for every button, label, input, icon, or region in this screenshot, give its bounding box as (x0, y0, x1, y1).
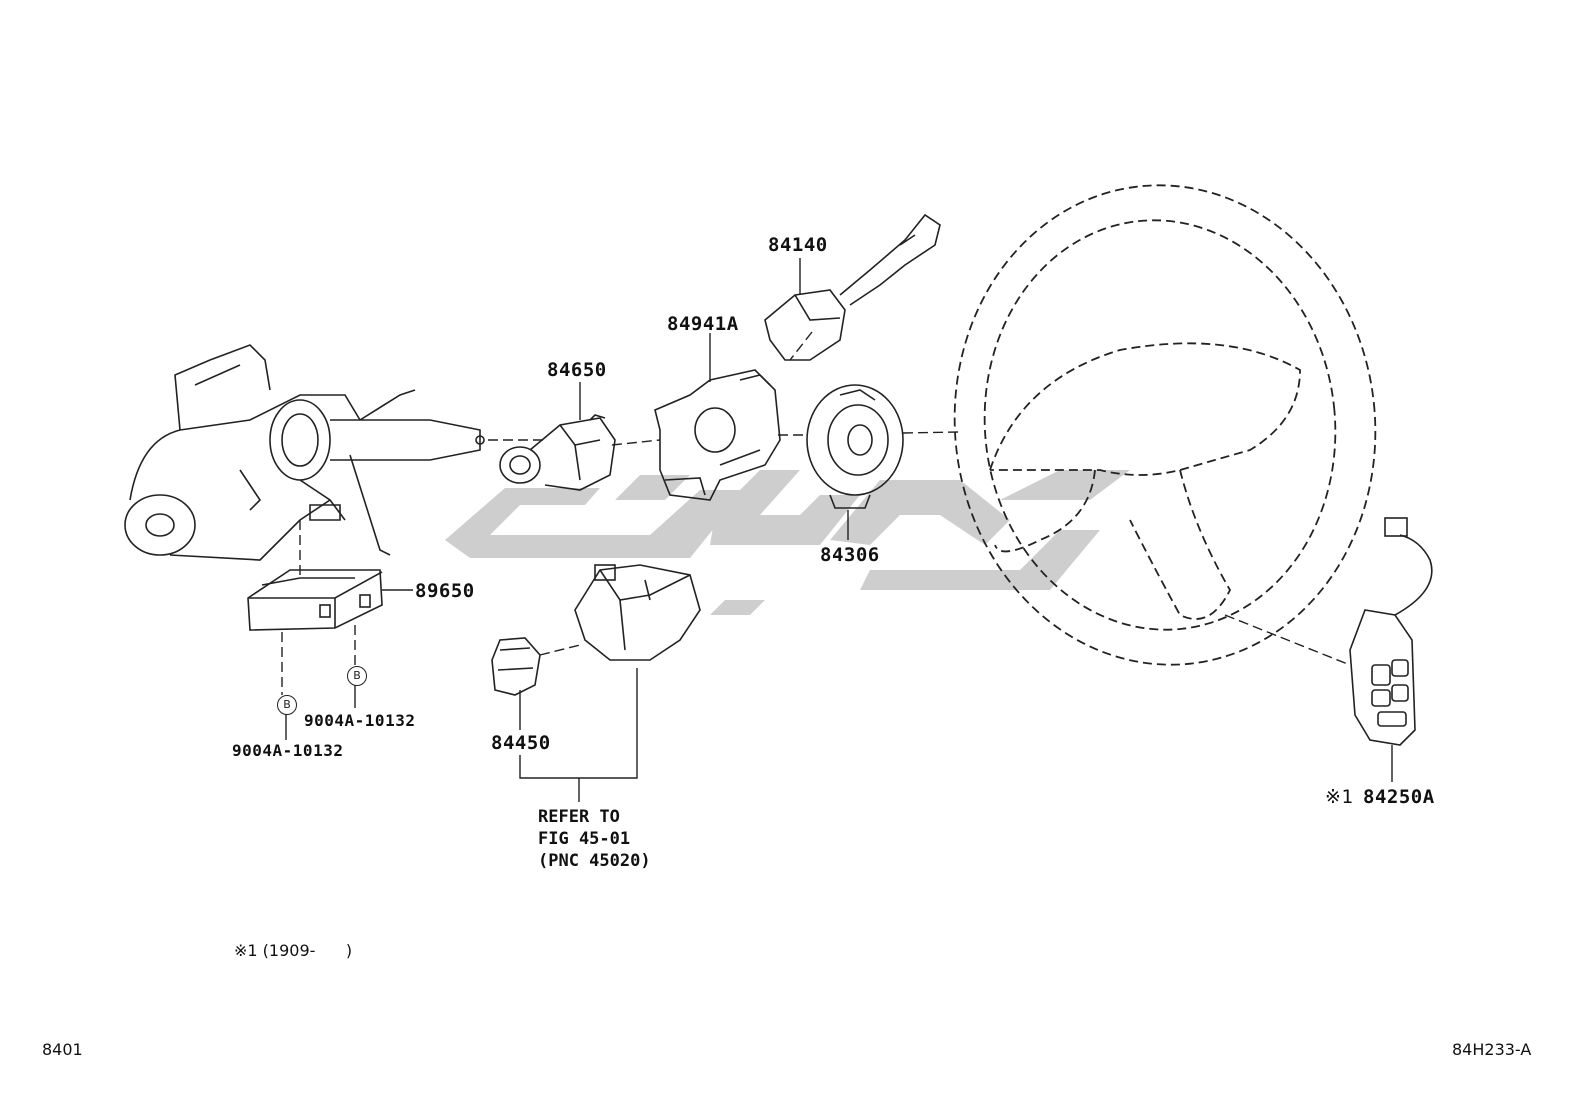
footnote: ※1 (1909- ) (234, 941, 353, 960)
refer-to-note: REFER TO FIG 45-01 (PNC 45020) (538, 806, 651, 872)
switch-84450 (491, 637, 541, 696)
steering-wheel (953, 184, 1377, 666)
part-label-84306: 84306 (820, 544, 880, 566)
figure-code: 84H233-A (1452, 1040, 1532, 1059)
watermark-logo (445, 470, 1130, 615)
part-label-89650: 89650 (415, 580, 475, 602)
ignition-lock-assembly (574, 564, 701, 661)
part-label-9004A-left: 9004A-10132 (232, 741, 344, 760)
part-label-84250A: 84250A (1363, 786, 1435, 808)
spiral-cable-84306 (806, 384, 904, 509)
assembly-centerlines (281, 331, 1351, 695)
page-code: 8401 (42, 1040, 83, 1059)
switch-84650 (499, 414, 616, 491)
steering-switch-84250A (1349, 517, 1433, 746)
refer-line-2: FIG 45-01 (538, 829, 631, 849)
steering-column (124, 344, 485, 561)
wiper-stalk-84140 (764, 213, 941, 361)
switch-body-84941A (654, 369, 781, 501)
part-label-9004A-right: 9004A-10132 (304, 711, 416, 730)
part-label-84450: 84450 (491, 732, 551, 754)
part-label-84941A: 84941A (667, 313, 739, 335)
ecu-module-89650 (247, 569, 383, 631)
leader-lines (285, 258, 1393, 802)
part-label-84250A-mark: ※1 (1325, 786, 1354, 808)
callout-marker-b-right: B (347, 666, 367, 686)
callout-marker-b-left: B (277, 695, 297, 715)
refer-line-3: (PNC 45020) (538, 851, 651, 871)
refer-line-1: REFER TO (538, 807, 620, 827)
part-label-84140: 84140 (768, 234, 828, 256)
part-label-84650: 84650 (547, 359, 607, 381)
